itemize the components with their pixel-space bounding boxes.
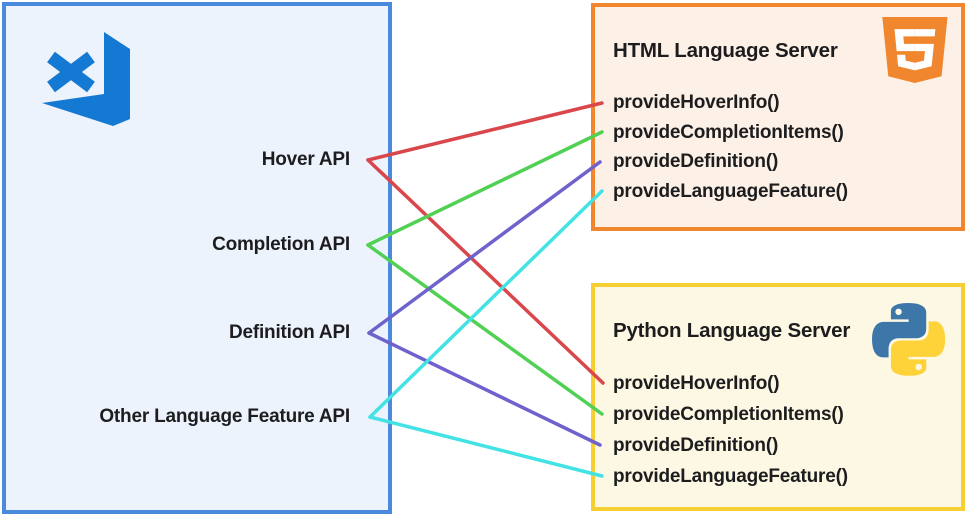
connector-definition-python (367, 331, 602, 447)
python-language-server-panel: Python Language Server provideHoverInfo(… (591, 283, 965, 511)
method-provide-hover-info: provideHoverInfo() (613, 373, 780, 394)
method-provide-language-feature: provideLanguageFeature() (613, 180, 848, 202)
server-title: Python Language Server (613, 319, 851, 342)
api-label-completion: Completion API (212, 234, 350, 255)
method-list: provideHoverInfo() provideCompletionItem… (613, 368, 848, 492)
html5-logo-icon (882, 17, 948, 83)
vscode-logo-icon (42, 32, 130, 126)
method-list: provideHoverInfo() provideCompletionItem… (613, 88, 848, 206)
server-title: HTML Language Server (613, 39, 838, 62)
method-provide-completion-items: provideCompletionItems() (613, 121, 844, 143)
connector-other-feature-python (368, 415, 604, 478)
api-label-hover: Hover API (261, 149, 351, 170)
html-language-server-panel: HTML Language Server provideHoverInfo() … (591, 3, 965, 231)
method-provide-completion-items: provideCompletionItems() (613, 404, 844, 425)
connector-hover-html (366, 101, 604, 162)
connector-other-feature-html (368, 189, 604, 419)
vscode-panel (2, 2, 392, 514)
method-provide-hover-info: provideHoverInfo() (613, 92, 780, 113)
python-logo-icon (872, 303, 946, 376)
connector-completion-python (366, 243, 604, 416)
connector-hover-python (366, 158, 605, 385)
api-label-other-language-feature: Other Language Feature API (99, 406, 350, 427)
method-provide-definition: provideDefinition() (613, 435, 779, 456)
api-label-definition: Definition API (228, 322, 350, 343)
method-provide-definition: provideDefinition() (613, 151, 779, 172)
connector-definition-html (367, 160, 602, 335)
connector-completion-html (366, 130, 604, 247)
method-provide-language-feature: provideLanguageFeature() (613, 466, 848, 487)
